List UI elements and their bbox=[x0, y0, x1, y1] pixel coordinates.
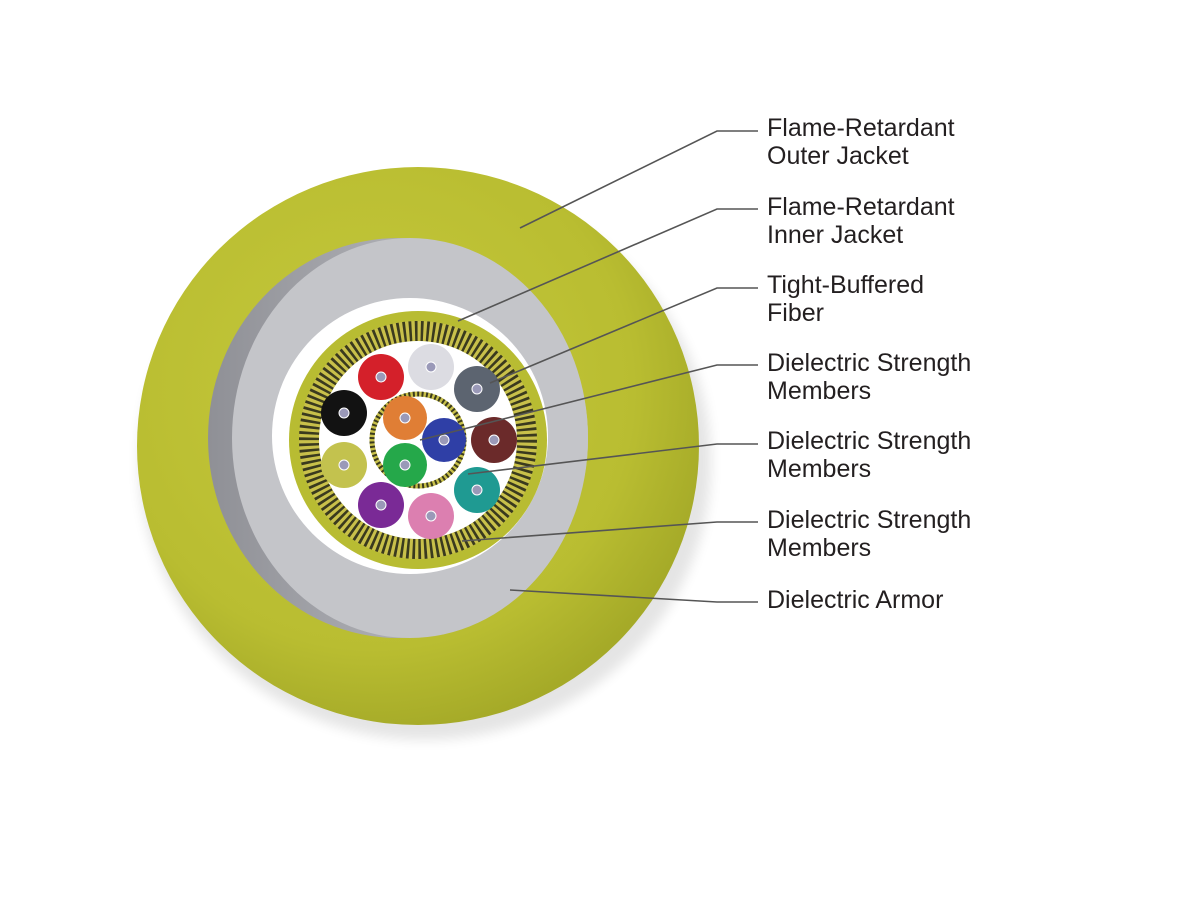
leader-line-outer-jacket bbox=[519, 130, 758, 229]
label-dielectric-armor-line1: Dielectric Armor bbox=[767, 586, 944, 614]
label-strength-members-2-line2: Members bbox=[767, 455, 872, 483]
outer-strength-member-ring bbox=[299, 321, 537, 559]
fiber-violet-core bbox=[375, 499, 387, 511]
fiber-brown bbox=[471, 417, 517, 463]
fiber-red bbox=[358, 354, 404, 400]
fiber-slate bbox=[454, 366, 500, 412]
fiber-green-core bbox=[399, 459, 411, 471]
label-inner-jacket-line2: Inner Jacket bbox=[767, 221, 904, 249]
fiber-white bbox=[408, 344, 454, 390]
fiber-red-core bbox=[375, 371, 387, 383]
outer-yarn-stripes bbox=[299, 321, 537, 559]
fiber-orange-core bbox=[399, 412, 411, 424]
label-inner-jacket: Flame-Retardant Inner Jacket bbox=[767, 193, 955, 249]
leader-line-tight-buffered-fiber bbox=[489, 287, 758, 384]
fiber-violet bbox=[358, 482, 404, 528]
label-tight-buffered-fiber: Tight-Buffered Fiber bbox=[767, 271, 924, 327]
label-tight-buffered-fiber-line2: Fiber bbox=[767, 299, 824, 327]
label-strength-members-3: Dielectric Strength Members bbox=[767, 506, 971, 562]
fiber-blue-core bbox=[438, 434, 450, 446]
fiber-black bbox=[321, 390, 367, 436]
fiber-yellow-core bbox=[338, 459, 350, 471]
label-strength-members-1: Dielectric Strength Members bbox=[767, 349, 971, 405]
fiber-aqua-core bbox=[471, 484, 483, 496]
leader-line-strength-members-1 bbox=[419, 364, 758, 441]
label-outer-jacket-line1: Flame-Retardant bbox=[767, 114, 955, 142]
fiber-brown-core bbox=[488, 434, 500, 446]
label-strength-members-2: Dielectric Strength Members bbox=[767, 427, 971, 483]
fiber-aqua bbox=[454, 467, 500, 513]
label-strength-members-1-line1: Dielectric Strength bbox=[767, 349, 972, 377]
leader-line-dielectric-armor bbox=[509, 589, 758, 603]
fiber-rose-core bbox=[425, 510, 437, 522]
label-outer-jacket: Flame-Retardant Outer Jacket bbox=[767, 114, 955, 170]
leader-line-strength-members-2 bbox=[467, 443, 758, 475]
fiber-white-core bbox=[425, 361, 437, 373]
label-strength-members-3-line2: Members bbox=[767, 534, 872, 562]
fiber-slate-core bbox=[471, 383, 483, 395]
label-tight-buffered-fiber-line1: Tight-Buffered bbox=[767, 271, 925, 299]
label-inner-jacket-line1: Flame-Retardant bbox=[767, 193, 955, 221]
label-strength-members-2-line1: Dielectric Strength bbox=[767, 427, 972, 455]
label-outer-jacket-line2: Outer Jacket bbox=[767, 142, 909, 170]
inner-fiber-group bbox=[383, 396, 466, 487]
fiber-orange bbox=[383, 396, 427, 440]
label-strength-members-3-line1: Dielectric Strength bbox=[767, 506, 972, 534]
fiber-black-core bbox=[338, 407, 350, 419]
outer-fiber-ring bbox=[321, 344, 517, 539]
fiber-blue bbox=[422, 418, 466, 462]
leader-lines bbox=[419, 130, 758, 603]
fiber-yellow bbox=[321, 442, 367, 488]
label-strength-members-1-line2: Members bbox=[767, 377, 872, 405]
leader-line-inner-jacket bbox=[457, 208, 758, 322]
fiber-green bbox=[383, 443, 427, 487]
fiber-rose bbox=[408, 493, 454, 539]
leader-line-strength-members-3 bbox=[461, 521, 758, 542]
label-dielectric-armor: Dielectric Armor bbox=[767, 586, 943, 614]
